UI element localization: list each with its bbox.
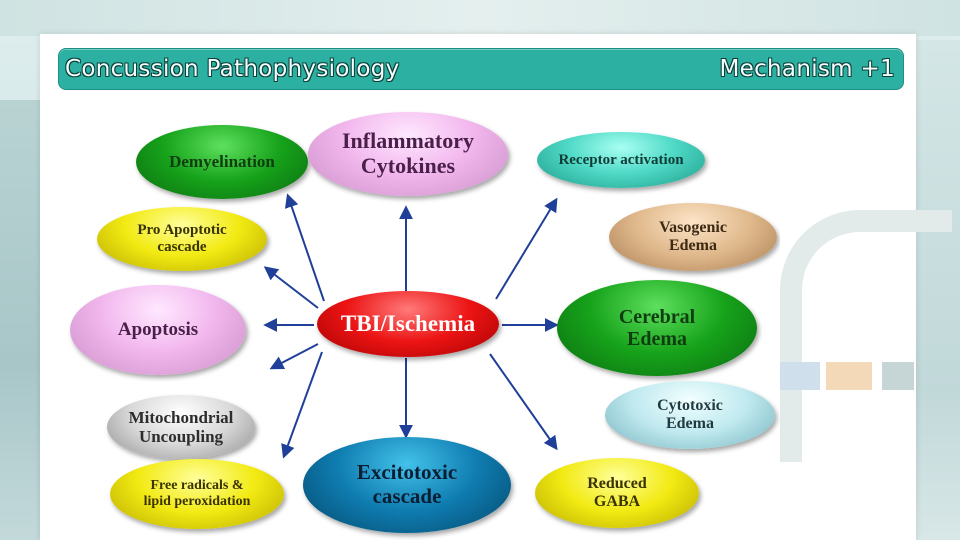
node-label: Excitotoxic cascade — [356, 460, 458, 508]
node-label: Reduced GABA — [587, 475, 647, 510]
node-vasogenic: Vasogenic Edema — [609, 203, 777, 271]
node-apoptosis: Apoptosis — [70, 285, 246, 375]
arrow — [495, 197, 558, 300]
node-label: Mitochondrial Uncoupling — [128, 407, 234, 446]
node-label: Free radicals & lipid peroxidation — [143, 478, 251, 509]
slide-title-bar: Concussion Pathophysiology Mechanism +1 — [58, 48, 904, 90]
node-reducedgaba: Reduced GABA — [535, 458, 699, 528]
decorative-arc — [780, 210, 952, 462]
node-freeradicals: Free radicals & lipid peroxidation — [110, 459, 284, 529]
node-label: Inflammatory Cytokines — [342, 128, 474, 178]
node-excitotoxic: Excitotoxic cascade — [303, 437, 511, 533]
decorative-square — [780, 362, 820, 390]
node-cerebral: Cerebral Edema — [557, 280, 757, 376]
pathophysiology-diagram: Demyelination Inflammatory Cytokines Recep… — [56, 96, 780, 540]
node-mitochondrial: Mitochondrial Uncoupling — [107, 395, 255, 459]
node-proapoptotic: Pro Apoptotic cascade — [97, 207, 267, 271]
decorative-square — [826, 362, 872, 390]
arrows-layer — [263, 193, 559, 459]
slide-subtitle: Mechanism +1 — [719, 56, 895, 82]
node-label: Cerebral Edema — [618, 305, 696, 350]
slide-title: Concussion Pathophysiology — [65, 56, 400, 82]
arrow — [285, 193, 325, 302]
arrow — [281, 351, 323, 459]
node-label: Demyelination — [169, 152, 275, 172]
arrow — [269, 343, 319, 370]
node-label: Receptor activation — [558, 151, 684, 168]
node-label: Apoptosis — [117, 319, 199, 341]
node-inflammatory: Inflammatory Cytokines — [308, 112, 508, 196]
node-label: Cytotoxic Edema — [657, 397, 723, 432]
background-top-band — [0, 0, 960, 36]
arrow — [489, 353, 558, 451]
node-receptor: Receptor activation — [537, 132, 705, 188]
node-cytotoxic: Cytotoxic Edema — [605, 381, 775, 449]
decorative-square — [882, 362, 914, 390]
node-label: Pro Apoptotic cascade — [137, 222, 227, 255]
arrow — [263, 266, 319, 309]
node-center: TBI/Ischemia — [317, 291, 499, 357]
node-label: Vasogenic Edema — [659, 219, 727, 254]
node-demyelination: Demyelination — [136, 125, 308, 199]
node-label: TBI/Ischemia — [340, 311, 476, 337]
